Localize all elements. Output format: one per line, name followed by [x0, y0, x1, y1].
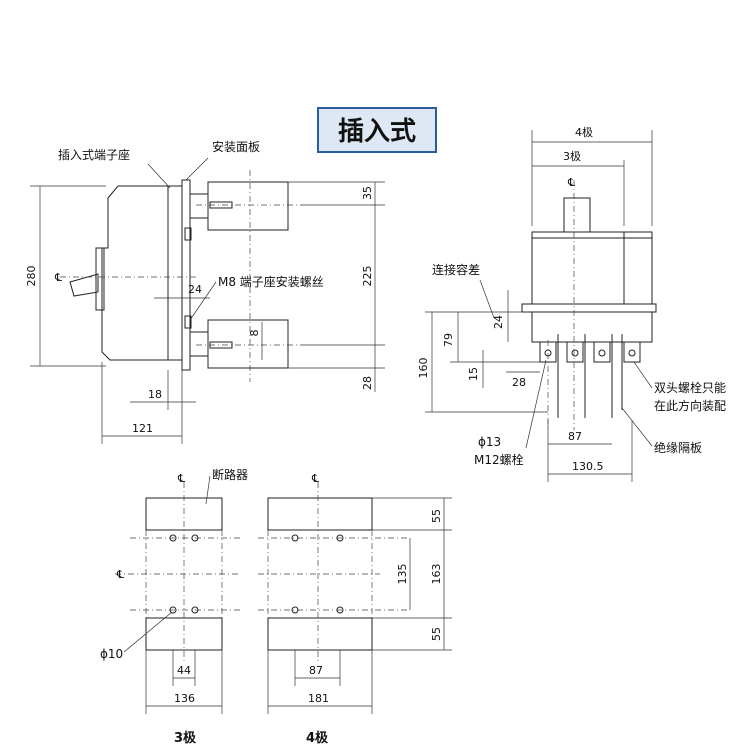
dim-163: 163	[430, 564, 443, 585]
dim-130-5: 130.5	[572, 460, 604, 473]
dim-18: 18	[148, 388, 162, 401]
cutout-centerline-3p: ℄	[177, 472, 185, 485]
label-socket: 插入式端子座	[58, 147, 130, 162]
label-bolt-m12: M12螺栓	[474, 452, 524, 467]
dim-87-cutout: 87	[309, 664, 323, 677]
title-box: 插入式	[317, 107, 437, 153]
dim-15: 15	[467, 367, 480, 381]
side-view: 280 ℄ 35 225 28 8 24 18 121 插入式端子座 安装面板 …	[25, 139, 385, 444]
dim-55-top: 55	[430, 509, 443, 523]
centerline-mark: ℄	[54, 271, 62, 284]
dim-55-bottom: 55	[430, 627, 443, 641]
cutout-views: ℄ 断路器 ℄ ϕ10 44 136 3极 ℄	[100, 467, 452, 746]
label-barrier: 绝缘隔板	[654, 440, 702, 455]
caption-4pole: 4极	[306, 730, 329, 746]
cutout-4p-top-block	[267, 497, 373, 531]
caption-3pole: 3极	[174, 730, 197, 746]
dim-4pole: 4极	[575, 125, 593, 139]
dim-35: 35	[361, 186, 374, 200]
dim-136: 136	[174, 692, 195, 705]
dim-280: 280	[25, 266, 38, 287]
dim-28-front: 28	[512, 376, 526, 389]
dim-121: 121	[132, 422, 153, 435]
dim-225: 225	[361, 266, 374, 287]
dim-181: 181	[308, 692, 329, 705]
label-panel: 安装面板	[212, 139, 260, 154]
label-tolerance: 连接容差	[432, 262, 480, 277]
cutout-centerline-left: ℄	[116, 568, 124, 581]
label-hole-13: ϕ13	[478, 435, 501, 449]
front-centerline-mark: ℄	[567, 176, 575, 189]
cutout-centerline-4p: ℄	[311, 472, 319, 485]
cutout-4p-bottom-block	[267, 617, 373, 651]
label-stud-line2: 在此方向装配	[654, 398, 726, 413]
label-breaker: 断路器	[212, 467, 248, 482]
dim-24-front: 24	[492, 315, 505, 329]
terminal-studs	[539, 334, 641, 418]
label-stud-line1: 双头螺栓只能	[654, 380, 726, 395]
label-hole-10: ϕ10	[100, 647, 123, 661]
dim-24: 24	[188, 283, 202, 296]
label-screw: M8 端子座安装螺丝	[218, 274, 324, 289]
dim-44: 44	[177, 664, 191, 677]
dim-28: 28	[361, 376, 374, 390]
dim-135: 135	[396, 564, 409, 585]
front-view: ℄ 4极 3极 连接容差 160 79 24 15 28 ϕ13 M12螺栓	[417, 125, 726, 482]
title-text: 插入式	[338, 117, 416, 147]
dim-79: 79	[442, 333, 455, 347]
dim-3pole: 3极	[563, 149, 581, 163]
dim-8: 8	[248, 330, 261, 337]
dim-87-front: 87	[568, 430, 582, 443]
dim-160: 160	[417, 358, 430, 379]
